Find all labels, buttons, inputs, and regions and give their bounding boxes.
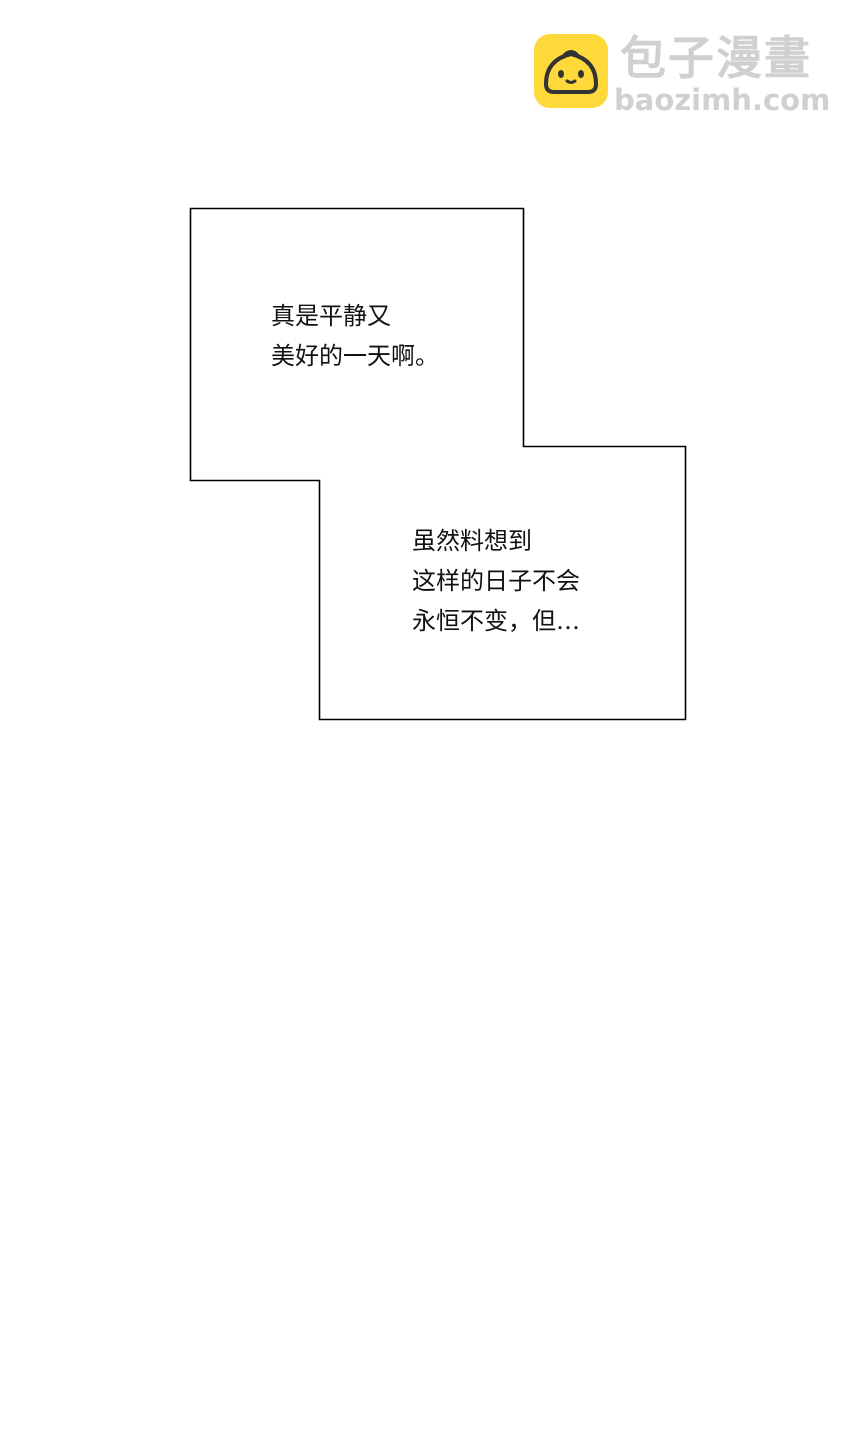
caption-line: 虽然料想到 xyxy=(412,527,532,555)
caption-second: 虽然料想到 这样的日子不会 永恒不变，但… xyxy=(412,521,580,641)
caption-first: 真是平静又 美好的一天啊。 xyxy=(271,296,439,376)
caption-line: 真是平静又 xyxy=(271,302,391,330)
caption-box-upper xyxy=(189,207,687,721)
caption-line: 永恒不变，但… xyxy=(412,607,580,635)
steamed-bun-icon xyxy=(534,34,608,108)
watermark-domain: baozimh.com xyxy=(614,83,831,117)
watermark-title: 包子漫畫 xyxy=(620,31,812,85)
caption-line: 美好的一天啊。 xyxy=(271,342,439,370)
watermark: 包子漫畫 baozimh.com xyxy=(534,30,834,120)
caption-line: 这样的日子不会 xyxy=(412,567,580,595)
